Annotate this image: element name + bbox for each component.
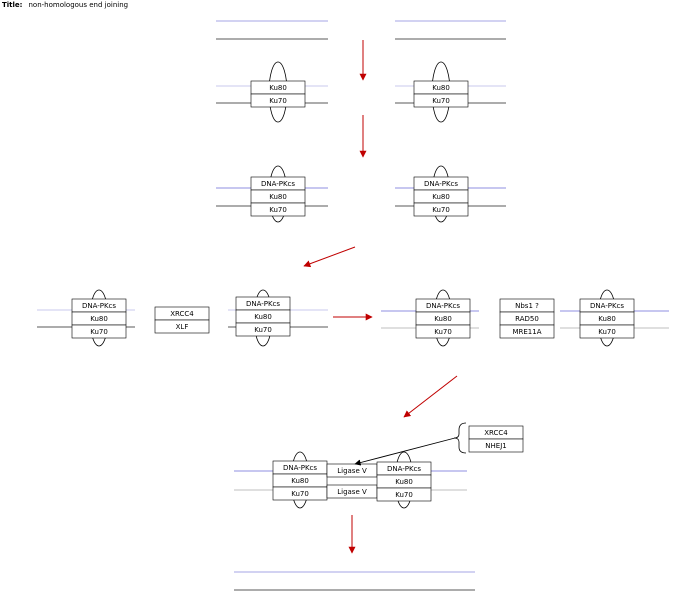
dna-pkcs-label: DNA-PKcs: [261, 180, 295, 188]
ku80-label: Ku80: [269, 84, 287, 92]
ku70-box: [413, 93, 469, 108]
ku70-box: [250, 202, 306, 217]
xlf-label: XLF: [176, 323, 189, 331]
stage-2-ku-binding: Ku80 Ku70 Ku80 Ku70: [216, 61, 506, 123]
ku80-label: Ku80: [432, 84, 450, 92]
dna-pkcs-label: DNA-PKcs: [590, 302, 624, 310]
nhej1-box: [468, 438, 524, 453]
ku70-box: [250, 93, 306, 108]
nhej1-label: NHEJ1: [485, 442, 506, 450]
ligase-v-label: Ligase V: [337, 488, 367, 496]
ku80-label: Ku80: [291, 477, 309, 485]
ku70-box: [415, 324, 471, 339]
mre11a-label: MRE11A: [512, 328, 541, 336]
ku70-box: [71, 324, 127, 339]
ku70-box: [235, 322, 291, 337]
ku70-box: [579, 324, 635, 339]
ku70-label: Ku70: [254, 326, 272, 334]
dna-pkcs-label: DNA-PKcs: [283, 464, 317, 472]
ku70-label: Ku70: [269, 97, 287, 105]
diagram-title: Title: non-homologous end joining: [2, 1, 128, 9]
title-value: non-homologous end joining: [28, 1, 129, 9]
ku70-label: Ku70: [269, 206, 287, 214]
stage-3-dna-pkcs-recruitment: DNA-PKcs Ku80 Ku70 DNA-PKcs Ku80 Ku70: [216, 165, 506, 223]
ku70-label: Ku70: [395, 491, 413, 499]
nbs1-label: Nbs1 ?: [515, 302, 539, 310]
stage-4-mrn-complex: DNA-PKcs Ku80 Ku70 Nbs1 ? RAD50 MRE11A D…: [381, 289, 669, 347]
title-label: Title:: [2, 1, 23, 9]
stage-4-xrcc4-xlf: DNA-PKcs Ku80 Ku70 XRCC4 XLF DNA-PKcs Ku…: [37, 289, 328, 347]
rad50-label: RAD50: [515, 315, 539, 323]
ku70-box: [376, 487, 432, 502]
xlf-box: [154, 319, 210, 334]
ku70-label: Ku70: [598, 328, 616, 336]
arrow-diagonal-down-left: [403, 375, 458, 418]
curly-brace: [453, 422, 467, 454]
ku80-label: Ku80: [395, 478, 413, 486]
ku80-label: Ku80: [269, 193, 287, 201]
ku80-label: Ku80: [90, 315, 108, 323]
stage-6-repaired-dna: [234, 571, 475, 591]
arrow-to-ligase: [354, 437, 456, 466]
ku80-label: Ku80: [254, 313, 272, 321]
dna-pkcs-label: DNA-PKcs: [82, 302, 116, 310]
xrcc4-label: XRCC4: [170, 310, 194, 318]
dna-pkcs-label: DNA-PKcs: [246, 300, 280, 308]
ku70-label: Ku70: [90, 328, 108, 336]
ku70-label: Ku70: [432, 206, 450, 214]
stage-5-ligation: DNA-PKcs Ku80 Ku70 Ligase V Ligase V DNA…: [234, 422, 524, 509]
ku80-label: Ku80: [598, 315, 616, 323]
ku70-box: [413, 202, 469, 217]
ku70-label: Ku70: [291, 490, 309, 498]
arrow-diagonal-left: [303, 246, 356, 268]
ligase-v-label: Ligase V: [337, 467, 367, 475]
ku70-label: Ku70: [434, 328, 452, 336]
xrcc4-label: XRCC4: [484, 429, 508, 437]
ku80-label: Ku80: [432, 193, 450, 201]
ku80-label: Ku80: [434, 315, 452, 323]
dna-pkcs-label: DNA-PKcs: [387, 465, 421, 473]
mre11a-box: [499, 324, 555, 339]
dna-pkcs-label: DNA-PKcs: [424, 180, 458, 188]
dna-pkcs-label: DNA-PKcs: [426, 302, 460, 310]
ku70-label: Ku70: [432, 97, 450, 105]
stage-1-broken-dna: [216, 20, 506, 40]
